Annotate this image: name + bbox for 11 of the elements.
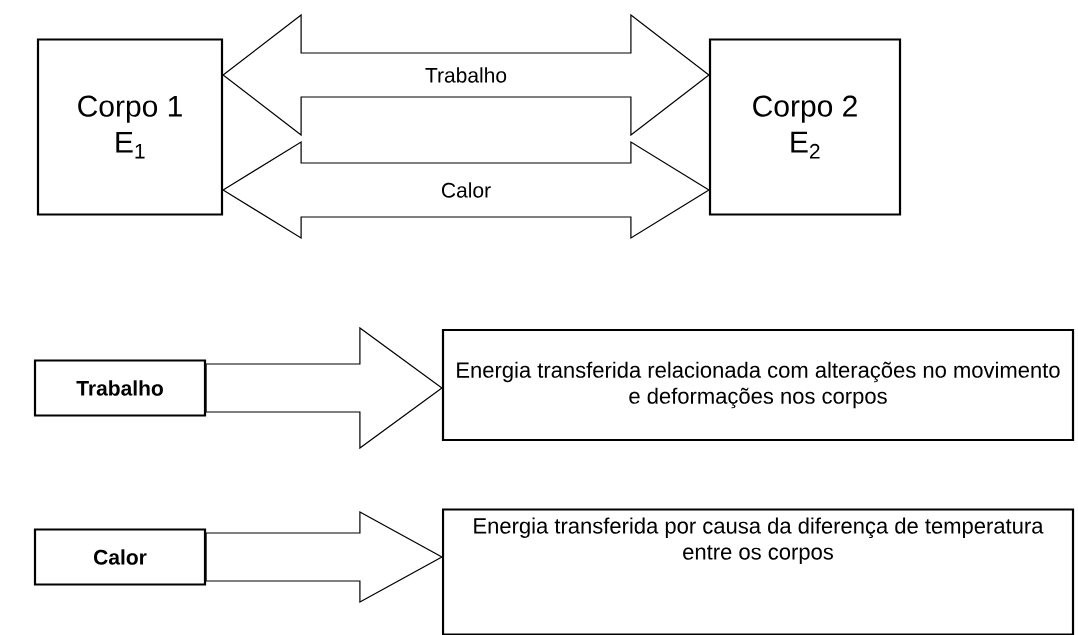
definition-box: Energia transferida por causa da diferença de temperatura entre os corpos	[441, 508, 1075, 635]
term-box: Calor	[33, 528, 207, 586]
hollow-arrow	[205, 511, 444, 604]
edge-label: Calor	[439, 181, 493, 199]
term-box: Trabalho	[33, 359, 207, 417]
hollow-arrow	[205, 326, 443, 450]
body-box: Corpo 1 E$_{1}$	[36, 38, 224, 216]
hollow-arrow	[222, 13, 710, 137]
edge-label: Trabalho	[423, 66, 509, 84]
definition-box: Energia transferida relacionada com alterações no movimento e deformações nos corpos	[441, 328, 1075, 442]
body-box: Corpo 2 E$_{2}$	[708, 38, 902, 216]
